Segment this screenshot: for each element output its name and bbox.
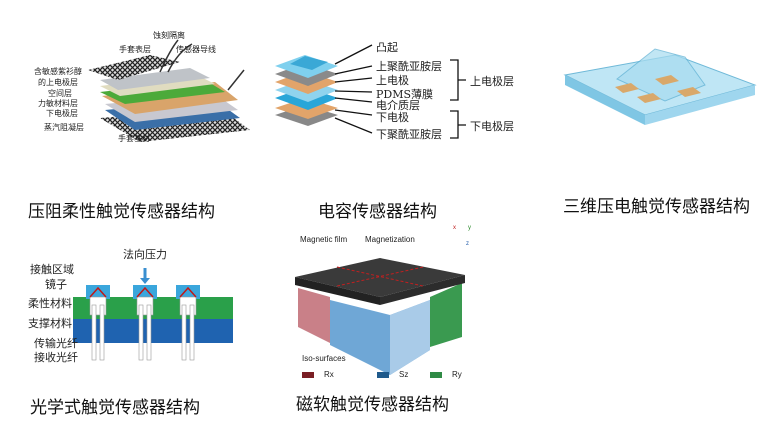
label-spacer-layer: 空间层 <box>48 89 72 98</box>
label-force-sensitive: 力敏材料层 <box>38 99 78 108</box>
legend-ry: Ry <box>452 370 462 379</box>
capacitive-layers-illustration <box>275 44 466 139</box>
glove-layers-illustration <box>88 39 250 142</box>
label-glove-substrate: 手套基材 <box>118 134 150 143</box>
label-etch-isolation: 蚀刻隔离 <box>153 31 185 40</box>
capacitive-diagram: 凸起 上聚酰亚胺层 上电极 PDMS薄膜 电介质层 下电极 下聚酰亚胺层 上电极… <box>260 20 540 150</box>
legend-swatch-sz <box>377 372 389 378</box>
label-upper-polyimide: 上聚酰亚胺层 <box>376 60 442 73</box>
label-lower-electrode: 下电极 <box>376 111 409 124</box>
legend-swatch-rx <box>302 372 314 378</box>
caption-piezoelectric: 三维压电触觉传感器结构 <box>563 197 750 217</box>
legend: Rx Sz Ry <box>302 369 482 381</box>
piezoelectric-illustration <box>563 48 757 125</box>
label-mirror: 镜子 <box>45 278 67 291</box>
axis-z: z <box>466 241 469 247</box>
label-receive-fiber: 接收光纤 <box>34 351 78 364</box>
label-iso-surfaces: Iso-surfaces <box>302 354 346 363</box>
magnetic-diagram: Magnetic film Magnetization Iso-surfaces… <box>290 225 490 390</box>
legend-sz: Sz <box>399 370 409 379</box>
axis-y: y <box>468 225 471 231</box>
legend-swatch-ry <box>430 372 442 378</box>
caption-capacitive: 电容传感器结构 <box>318 202 437 222</box>
label-upper-electrode-2: 的上电极层 <box>38 78 78 87</box>
caption-magnetic: 磁软触觉传感器结构 <box>296 395 449 415</box>
label-lower-electrode: 下电极层 <box>46 109 78 118</box>
axis-x: x <box>453 225 456 231</box>
label-flexible-material: 柔性材料 <box>28 297 72 310</box>
magnetic-illustration <box>295 258 465 375</box>
label-lower-polyimide: 下聚酰亚胺层 <box>376 128 442 141</box>
label-dielectric: 电介质层 <box>376 99 420 112</box>
caption-optical: 光学式触觉传感器结构 <box>30 398 200 418</box>
optical-illustration <box>73 268 233 361</box>
group-upper-electrode-layer: 上电极层 <box>470 75 514 88</box>
label-upper-electrode-1: 含敏感紫衫醇 <box>34 67 82 76</box>
caption-piezoresistive: 压阻柔性触觉传感器结构 <box>28 202 215 222</box>
label-magnetic-film: Magnetic film <box>300 235 348 244</box>
label-contact-area: 接触区域 <box>30 263 74 276</box>
label-vapor-barrier: 蒸汽阻凝层 <box>44 123 84 132</box>
label-glove-surface: 手套表层 <box>119 45 151 54</box>
label-support-material: 支撑材料 <box>28 317 72 330</box>
legend-rx: Rx <box>324 370 334 379</box>
label-transmit-fiber: 传输光纤 <box>34 337 78 350</box>
piezoelectric-diagram <box>555 35 770 135</box>
optical-diagram: 法向压力 接触区域 镜子 柔性材料 支撑材料 传输光纤 接收光纤 <box>20 235 240 370</box>
label-pdms-film: PDMS薄膜 <box>376 88 434 101</box>
label-magnetization: Magnetization <box>365 235 415 244</box>
label-normal-force: 法向压力 <box>123 248 167 261</box>
label-bump: 凸起 <box>376 41 398 54</box>
label-sensor-wire: 传感器导线 <box>176 45 216 54</box>
piezoresistive-diagram: 蚀刻隔离 手套表层 传感器导线 含敏感紫衫醇 的上电极层 空间层 力敏材料层 下… <box>0 0 260 160</box>
label-upper-electrode: 上电极 <box>376 74 409 87</box>
group-lower-electrode-layer: 下电极层 <box>470 120 514 133</box>
